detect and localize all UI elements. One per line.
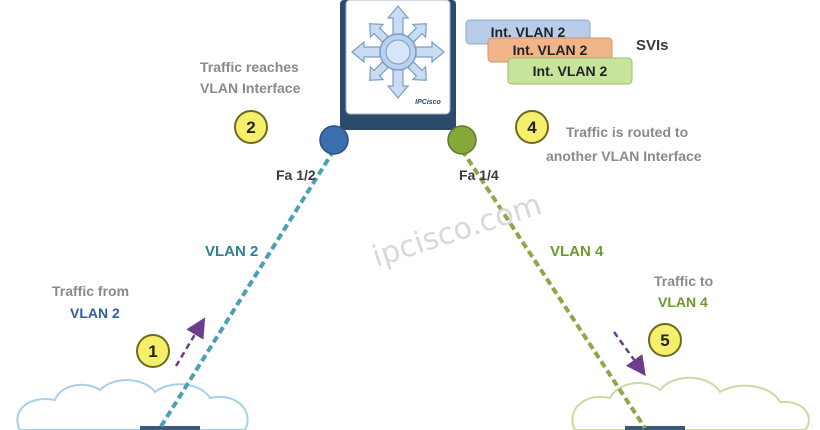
svi-stack: Int. VLAN 2 Int. VLAN 2 Int. VLAN 2 [465, 19, 633, 85]
step-4-number: 4 [527, 118, 537, 137]
step-4-badge: 4 [515, 110, 549, 144]
step-1-badge: 1 [136, 334, 170, 368]
router: IPCisco [340, 0, 456, 130]
link-vlan2 [158, 148, 336, 430]
svi-title: SVIs [636, 37, 669, 54]
step-4-line-2: another VLAN Interface [546, 148, 702, 164]
step-4-line-1: Traffic is routed to [566, 124, 688, 140]
port-left [319, 125, 349, 155]
step-5-line-1: Traffic to [654, 273, 713, 289]
step-5-line-2: VLAN 4 [658, 294, 708, 310]
step-5-badge: 5 [648, 323, 682, 357]
step-1-number: 1 [148, 342, 157, 361]
step-2-number: 2 [246, 118, 255, 137]
cloud-right [571, 376, 810, 430]
svi-item-3: Int. VLAN 2 [533, 63, 608, 79]
router-brand: IPCisco [415, 99, 441, 106]
port-right [447, 125, 477, 155]
step-5-arrow [612, 331, 646, 377]
step-1-line-2: VLAN 2 [70, 305, 120, 321]
link-vlan4-label: VLAN 4 [550, 243, 604, 260]
port-left-label: Fa 1/2 [276, 167, 316, 183]
link-vlan2-label: VLAN 2 [205, 243, 258, 260]
cloud-left [16, 379, 249, 430]
link-vlan4 [460, 148, 647, 430]
watermark: ipcisco.com [368, 187, 546, 275]
svi-item-2: Int. VLAN 2 [513, 42, 588, 58]
router-icon [351, 5, 445, 99]
step-2-line-2: VLAN Interface [200, 80, 301, 96]
port-right-label: Fa 1/4 [459, 167, 499, 183]
svi-item-1: Int. VLAN 2 [491, 24, 566, 40]
step-1-arrow [174, 317, 206, 367]
step-2-line-1: Traffic reaches [200, 59, 299, 75]
switch-right [625, 426, 685, 430]
step-1-line-1: Traffic from [52, 283, 129, 299]
step-5-number: 5 [660, 331, 669, 350]
switch-left [140, 426, 200, 430]
step-2-badge: 2 [234, 110, 268, 144]
